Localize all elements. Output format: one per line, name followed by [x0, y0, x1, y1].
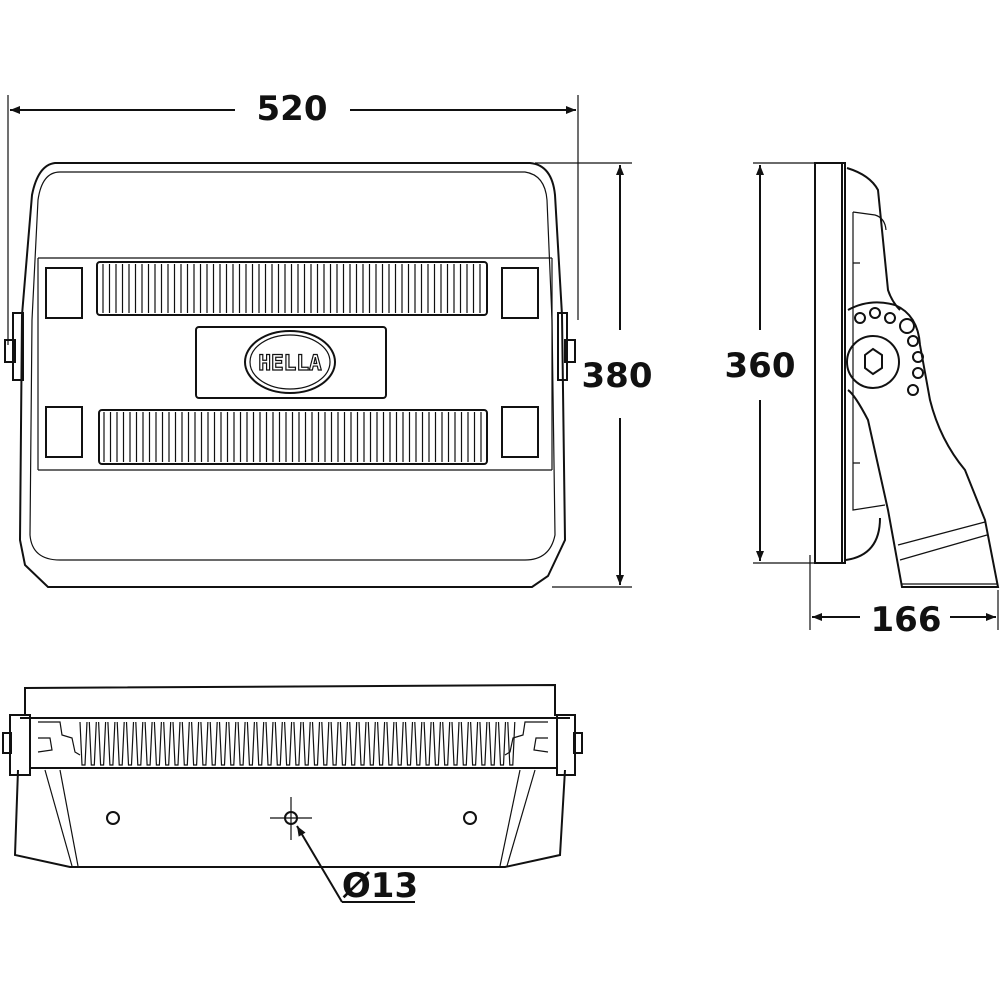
heat-sink-corner [37, 721, 81, 756]
led-window [501, 267, 539, 319]
logo-oval [244, 330, 336, 394]
heat-sink-fin [246, 721, 255, 766]
heat-sink-fin [191, 721, 200, 766]
heat-sink-fin [209, 721, 218, 766]
heat-sink-fin [497, 721, 507, 766]
adjustment-hole [912, 351, 924, 363]
heat-sink-fin [265, 721, 274, 766]
heat-sink-fin [302, 721, 311, 766]
heat-sink-fin [181, 721, 190, 766]
heat-sink-fin [98, 721, 107, 766]
heat-sink-fin [330, 721, 339, 766]
adjustment-hole [884, 312, 896, 324]
mount-knob-left [4, 339, 16, 363]
front-view: HELLA [4, 162, 576, 588]
heat-sink-fin [88, 721, 97, 766]
heat-sink-fin [349, 721, 358, 766]
mounting-hole [463, 811, 477, 825]
led-window [45, 406, 83, 458]
heat-sink-fin [311, 721, 321, 766]
heat-sink-fin [367, 721, 376, 766]
led-window [501, 406, 539, 458]
heat-sink-fins [37, 721, 549, 766]
adjustment-hole [869, 307, 881, 319]
dimension-hole-label: Ø13 [342, 866, 418, 906]
mount-knob-right [564, 339, 576, 363]
heat-sink-fin [386, 721, 395, 766]
led-window [45, 267, 83, 319]
heat-sink-fin [507, 721, 516, 766]
dimension-depth-label: 166 [871, 600, 942, 640]
adjustment-hole [907, 384, 919, 396]
heat-sink-fin [321, 721, 330, 766]
heat-sink-fin [442, 721, 451, 766]
heat-sink-fin [451, 721, 460, 766]
dimension-width-label: 520 [257, 89, 328, 129]
adjustment-holes [854, 307, 924, 396]
heat-sink-fin [218, 721, 228, 766]
adjustment-hole [907, 335, 919, 347]
dimension-side-height: 360 [725, 162, 815, 564]
dimension-width: 520 [7, 89, 579, 345]
dimension-side-height-label: 360 [725, 346, 796, 386]
heat-sink-corner [504, 721, 549, 756]
heat-sink-fin [479, 721, 488, 766]
mounting-hole [106, 811, 120, 825]
heat-sink-fin [414, 721, 423, 766]
heat-sink-fin [200, 721, 209, 766]
adjustment-hole [854, 312, 866, 324]
heat-sink-fin [79, 721, 88, 766]
heat-sink-fin [228, 721, 237, 766]
heat-sink-fin [404, 721, 414, 766]
heat-sink-fin [125, 721, 135, 766]
heat-sink-fin [256, 721, 265, 766]
pivot-bolt [846, 335, 900, 389]
dimension-hole: Ø13 [296, 825, 418, 906]
grille-bottom [98, 409, 488, 465]
side-view [814, 162, 1000, 588]
dimension-front-height: 380 [535, 162, 653, 588]
heat-sink-fin [460, 721, 469, 766]
heat-sink-fin [423, 721, 432, 766]
adjustment-hole [899, 318, 915, 334]
heat-sink-fin [470, 721, 479, 766]
heat-sink-fin [395, 721, 404, 766]
dimension-depth: 166 [809, 555, 999, 640]
heat-sink-fin [135, 721, 144, 766]
heat-sink-fin [237, 721, 246, 766]
heat-sink-fin [274, 721, 283, 766]
logo-text: HELLA [258, 351, 322, 375]
heat-sink-fin [284, 721, 293, 766]
heat-sink-fin [144, 721, 153, 766]
heat-sink-fin [116, 721, 125, 766]
heat-sink-fin [432, 721, 441, 766]
heat-sink-fin [377, 721, 386, 766]
bottom-view [2, 683, 583, 868]
heat-sink-fin [358, 721, 367, 766]
heat-sink-fin [172, 721, 181, 766]
logo-plate [195, 326, 387, 399]
heat-sink-fin [339, 721, 348, 766]
dimension-front-height-label: 380 [582, 356, 653, 396]
heat-sink-fin [153, 721, 162, 766]
adjustment-hole [912, 367, 924, 379]
grille-top [96, 261, 488, 316]
heat-sink-fin [488, 721, 497, 766]
heat-sink-fin [163, 721, 172, 766]
heat-sink-fin [107, 721, 116, 766]
heat-sink-fin [293, 721, 302, 766]
